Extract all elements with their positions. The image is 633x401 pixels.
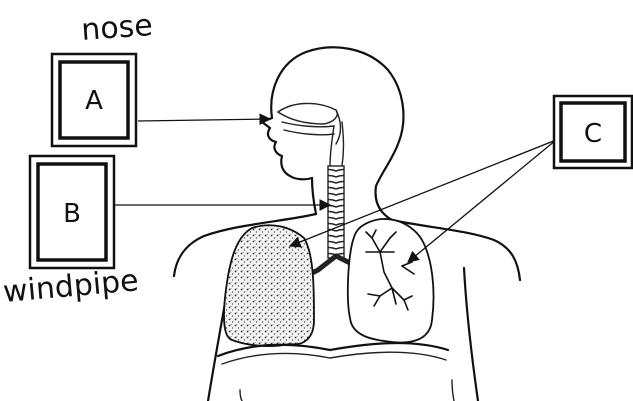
label-box-b: B xyxy=(30,156,114,268)
label-c-text: C xyxy=(584,119,602,149)
annotation-windpipe: windpipe xyxy=(2,263,140,310)
diaphragm xyxy=(218,343,448,364)
annotation-nose: nose xyxy=(80,8,154,48)
lung-left xyxy=(224,225,314,346)
nasal-cavity xyxy=(278,103,341,144)
lung-right xyxy=(348,219,434,343)
label-box-a: A xyxy=(52,54,136,146)
arrow-a-to-nose xyxy=(138,119,270,121)
label-box-c: C xyxy=(554,96,632,168)
label-b-text: B xyxy=(63,199,81,229)
label-a-text: A xyxy=(85,86,103,116)
trachea xyxy=(328,166,344,258)
